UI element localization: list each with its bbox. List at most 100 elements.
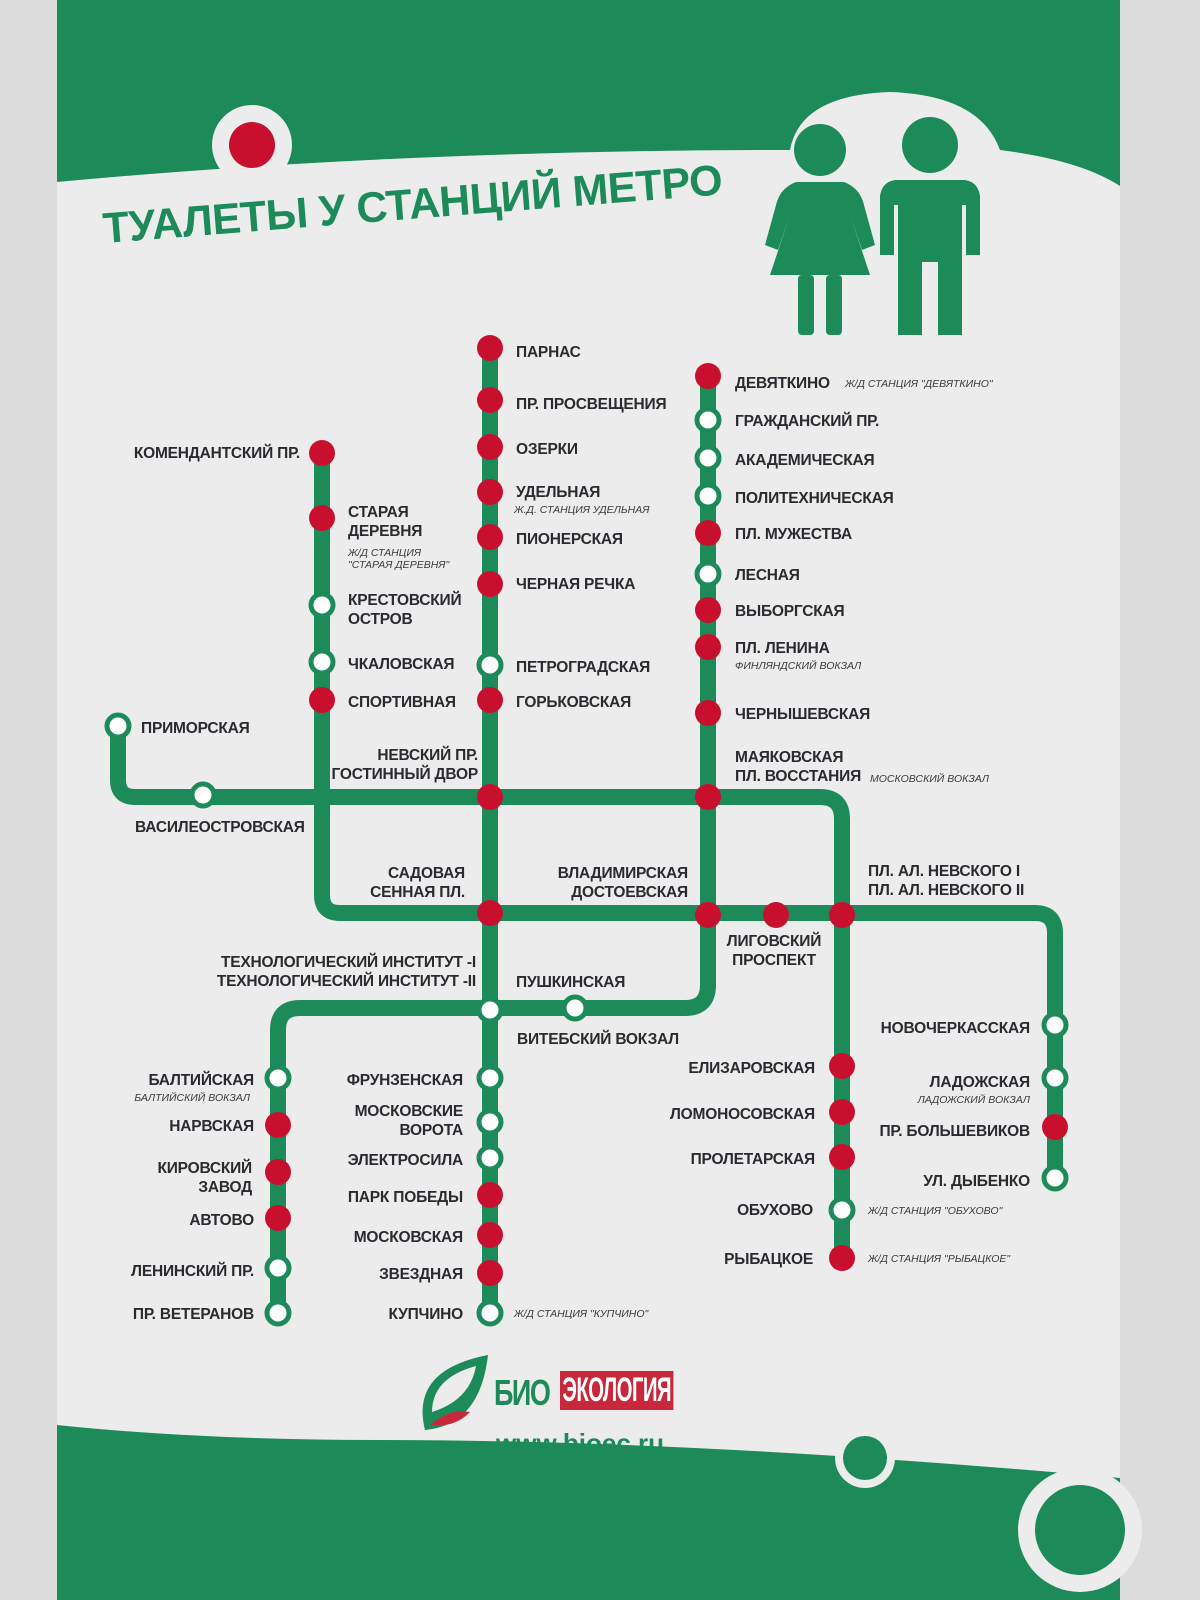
station-dot[interactable] [189, 781, 217, 809]
station-label[interactable]: ПАРНАС [516, 344, 581, 361]
station-label[interactable]: ЛОМОНОСОВСКАЯ [669, 1106, 815, 1123]
logo-url-link[interactable]: www.bioec.ru [496, 1428, 665, 1458]
station-label[interactable]: ЛАДОЖСКАЯ [929, 1074, 1031, 1091]
toilet-station-dot[interactable] [829, 1245, 855, 1271]
station-dot[interactable] [1041, 1164, 1069, 1192]
station-label[interactable]: ПРИМОРСКАЯ [141, 720, 250, 737]
station-label[interactable]: БАЛТИЙСКАЯ [148, 1072, 254, 1089]
station-label[interactable]: КОМЕНДАНТСКИЙ ПР. [133, 445, 300, 462]
station-dot[interactable] [828, 1196, 856, 1224]
toilet-station-dot[interactable] [763, 902, 789, 928]
station-dot[interactable] [264, 1064, 292, 1092]
station-label[interactable]: ВАСИЛЕОСТРОВСКАЯ [135, 819, 305, 836]
station-dot[interactable] [104, 712, 132, 740]
toilet-station-dot[interactable] [829, 902, 855, 928]
station-label[interactable]: ПР. ВЕТЕРАНОВ [132, 1306, 254, 1323]
station-label[interactable]: ОЗЕРКИ [516, 441, 578, 458]
toilet-station-dot[interactable] [477, 434, 503, 460]
station-label[interactable]: КИРОВСКИЙ ЗАВОД [157, 1160, 252, 1196]
toilet-station-dot[interactable] [477, 1260, 503, 1286]
toilet-station-dot[interactable] [477, 687, 503, 713]
toilet-station-dot[interactable] [695, 784, 721, 810]
station-label[interactable]: ЧЕРНАЯ РЕЧКА [516, 576, 636, 593]
station-label[interactable]: ТЕХНОЛОГИЧЕСКИЙ ИНСТИТУТ -I ТЕХНОЛОГИЧЕС… [216, 954, 476, 990]
station-dot[interactable] [694, 482, 722, 510]
station-label[interactable]: АВТОВО [189, 1212, 254, 1229]
station-dot[interactable] [308, 591, 336, 619]
toilet-station-dot[interactable] [265, 1112, 291, 1138]
station-dot[interactable] [264, 1254, 292, 1282]
station-label[interactable]: ЛЕНИНСКИЙ ПР. [131, 1263, 254, 1280]
station-label[interactable]: ЭЛЕКТРОСИЛА [347, 1152, 464, 1169]
toilet-station-dot[interactable] [477, 387, 503, 413]
station-dot[interactable] [476, 1299, 504, 1327]
station-dot[interactable] [476, 1108, 504, 1136]
station-label[interactable]: ГРАЖДАНСКИЙ ПР. [735, 413, 880, 430]
toilet-station-dot[interactable] [477, 335, 503, 361]
station-label[interactable]: РЫБАЦКОЕ [724, 1251, 813, 1268]
station-label[interactable]: СПОРТИВНАЯ [348, 694, 456, 711]
toilet-station-dot[interactable] [695, 634, 721, 660]
station-dot[interactable] [561, 994, 589, 1022]
station-label[interactable]: ДЕВЯТКИНО [735, 375, 830, 392]
station-label[interactable]: ПЛ. АЛ. НЕВСКОГО I ПЛ. АЛ. НЕВСКОГО II [868, 863, 1025, 899]
station-label[interactable]: АКАДЕМИЧЕСКАЯ [735, 452, 875, 469]
station-dot[interactable] [1041, 1064, 1069, 1092]
station-label[interactable]: ЕЛИЗАРОВСКАЯ [688, 1060, 815, 1077]
toilet-station-dot[interactable] [829, 1099, 855, 1125]
station-label[interactable]: ПЛ. ЛЕНИНА [735, 640, 830, 657]
station-label[interactable]: ЛИГОВСКИЙ ПРОСПЕКТ [726, 933, 822, 969]
station-dot[interactable] [694, 444, 722, 472]
station-label[interactable]: ПИОНЕРСКАЯ [516, 531, 623, 548]
toilet-station-dot[interactable] [477, 1182, 503, 1208]
toilet-station-dot[interactable] [829, 1144, 855, 1170]
station-label[interactable]: НЕВСКИЙ ПР. ГОСТИННЫЙ ДВОР [331, 747, 478, 783]
toilet-station-dot[interactable] [695, 520, 721, 546]
toilet-station-dot[interactable] [309, 440, 335, 466]
station-label[interactable]: ПАРК ПОБЕДЫ [347, 1189, 463, 1206]
station-dot[interactable] [476, 996, 504, 1024]
station-label[interactable]: ФРУНЗЕНСКАЯ [346, 1072, 463, 1089]
toilet-station-dot[interactable] [477, 524, 503, 550]
station-label[interactable]: НОВОЧЕРКАССКАЯ [880, 1020, 1031, 1037]
station-label[interactable]: ЗВЕЗДНАЯ [379, 1266, 463, 1283]
station-label[interactable]: КРЕСТОВСКИЙ ОСТРОВ [348, 592, 462, 628]
station-label[interactable]: ПРОЛЕТАРСКАЯ [690, 1151, 816, 1168]
station-label[interactable]: ПР. ПРОСВЕЩЕНИЯ [516, 396, 667, 413]
toilet-station-dot[interactable] [695, 700, 721, 726]
station-label[interactable]: ЛЕСНАЯ [735, 567, 800, 584]
toilet-station-dot[interactable] [477, 479, 503, 505]
station-label[interactable]: НАРВСКАЯ [169, 1118, 254, 1135]
station-label[interactable]: ЧЕРНЫШЕВСКАЯ [735, 706, 871, 723]
toilet-station-dot[interactable] [477, 784, 503, 810]
station-dot[interactable] [308, 648, 336, 676]
station-label[interactable]: МОСКОВСКИЕ ВОРОТА [354, 1103, 464, 1139]
toilet-station-dot[interactable] [477, 1222, 503, 1248]
toilet-station-dot[interactable] [695, 597, 721, 623]
station-label[interactable]: УДЕЛЬНАЯ [516, 484, 601, 501]
station-label[interactable]: ПР. БОЛЬШЕВИКОВ [879, 1123, 1030, 1140]
station-label[interactable]: ПЕТРОГРАДСКАЯ [516, 659, 651, 676]
station-label[interactable]: ВЛАДИМИРСКАЯ ДОСТОЕВСКАЯ [557, 865, 688, 901]
station-dot[interactable] [694, 406, 722, 434]
station-label[interactable]: ПОЛИТЕХНИЧЕСКАЯ [735, 490, 894, 507]
station-label[interactable]: ЧКАЛОВСКАЯ [348, 656, 455, 673]
station-label[interactable]: ОБУХОВО [737, 1202, 813, 1219]
toilet-station-dot[interactable] [265, 1205, 291, 1231]
station-label[interactable]: КУПЧИНО [388, 1306, 463, 1323]
station-dot[interactable] [1041, 1011, 1069, 1039]
toilet-station-dot[interactable] [309, 687, 335, 713]
station-label[interactable]: ПЛ. МУЖЕСТВА [735, 526, 853, 543]
toilet-station-dot[interactable] [695, 363, 721, 389]
station-dot[interactable] [476, 1144, 504, 1172]
toilet-station-dot[interactable] [1042, 1114, 1068, 1140]
station-dot[interactable] [476, 1064, 504, 1092]
toilet-station-dot[interactable] [829, 1053, 855, 1079]
station-label[interactable]: ВЫБОРГСКАЯ [735, 603, 845, 620]
toilet-station-dot[interactable] [477, 571, 503, 597]
station-label[interactable]: УЛ. ДЫБЕНКО [923, 1173, 1030, 1190]
station-label[interactable]: МАЯКОВСКАЯ ПЛ. ВОССТАНИЯ [735, 749, 862, 785]
station-dot[interactable] [694, 560, 722, 588]
station-dot[interactable] [264, 1299, 292, 1327]
toilet-station-dot[interactable] [695, 902, 721, 928]
